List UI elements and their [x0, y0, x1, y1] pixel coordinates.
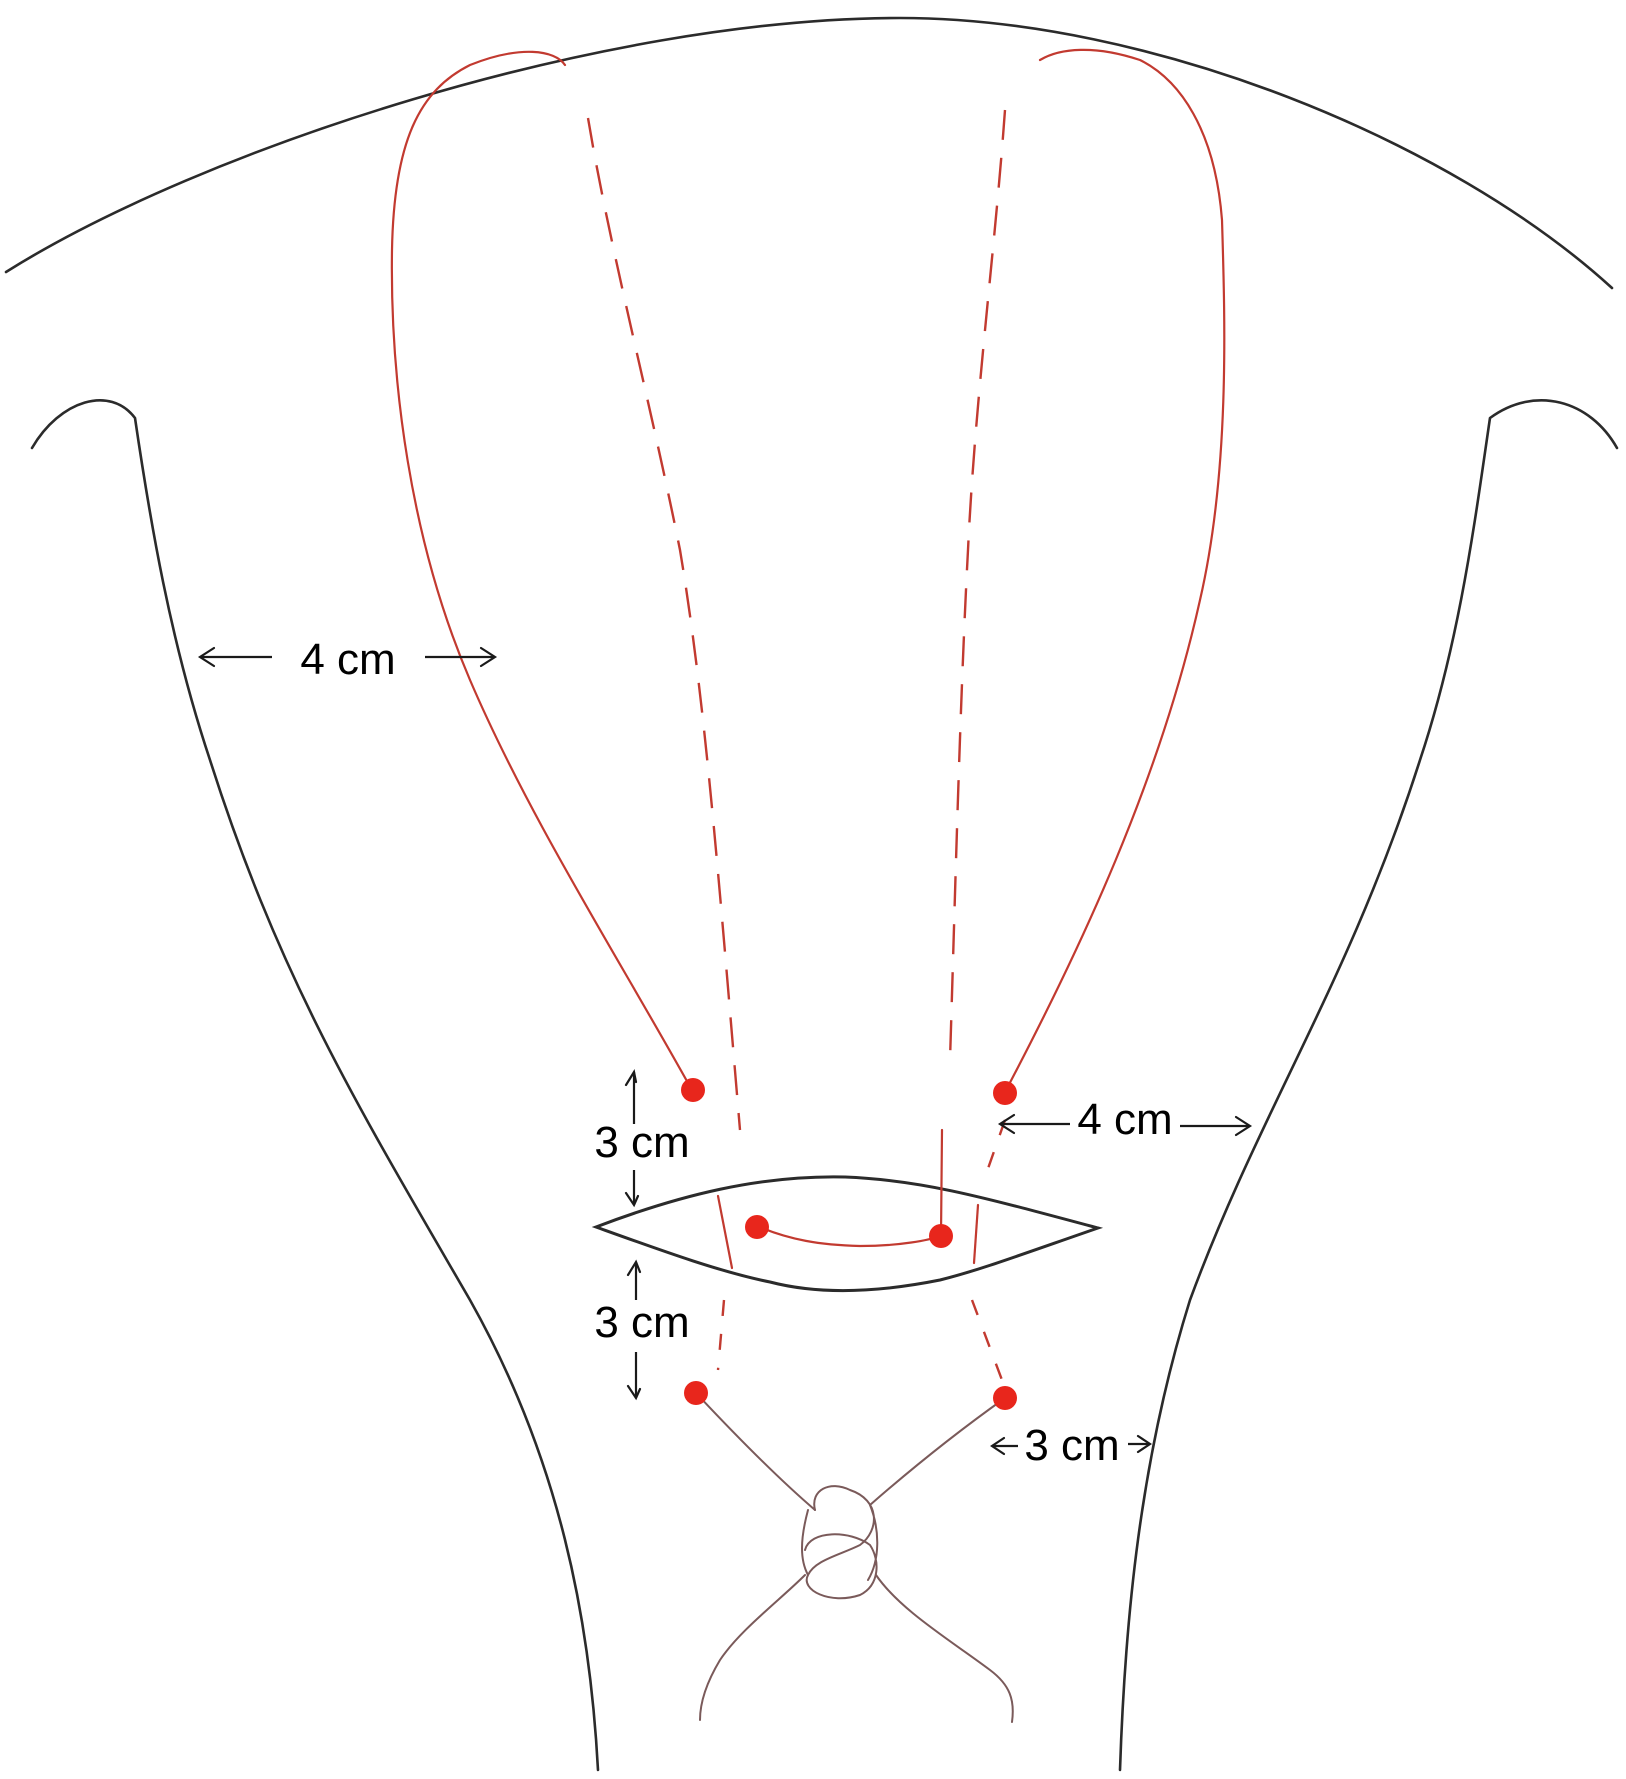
right-upper-dashed-segment: [982, 1119, 1007, 1181]
suture-point-incision-right: [929, 1224, 953, 1248]
suture-tail-right: [875, 1574, 1014, 1723]
upper-left-width-dimension: 4 cm: [197, 635, 498, 684]
right-posterior-suture-dashed: [948, 109, 1007, 1061]
right-lower-dashed-segment: [970, 1299, 1004, 1381]
left-lower-dashed-segment: [716, 1299, 726, 1371]
suture-point-upper-right: [993, 1081, 1017, 1105]
right-width-label: 4 cm: [1077, 1095, 1172, 1144]
left-posterior-suture-dashed: [586, 117, 742, 1131]
suture-point-upper-left: [681, 1078, 705, 1102]
below-incision-label: 3 cm: [594, 1298, 689, 1347]
suture-point-lower-left: [684, 1381, 708, 1405]
left-compression-suture: [390, 50, 695, 1094]
left-suture-to-knot: [695, 1392, 816, 1511]
incision-crossing-suture: [755, 1224, 942, 1248]
suture-point-lower-right: [993, 1386, 1017, 1410]
suture-point-incision-left: [745, 1215, 769, 1239]
uterine-fundus-outline: [4, 16, 1614, 290]
lower-right-width-label: 3 cm: [1024, 1421, 1119, 1470]
lower-right-width-dimension: 3 cm: [990, 1421, 1152, 1470]
below-incision-height-dimension: 3 cm: [594, 1259, 690, 1401]
left-incision-edge-line: [716, 1194, 734, 1270]
suture-knot: [801, 1485, 879, 1600]
uterus-left-outline: [30, 399, 600, 1772]
above-incision-label: 3 cm: [594, 1118, 689, 1167]
right-incision-edge-line: [972, 1203, 980, 1265]
uterus-right-outline: [1118, 399, 1619, 1772]
upper-left-width-label: 4 cm: [300, 635, 395, 684]
right-compression-suture: [1002, 48, 1226, 1096]
right-suture-to-knot: [869, 1397, 1006, 1506]
incision-right-vertical-suture: [939, 1128, 944, 1238]
lower-segment-incision: [591, 1175, 1104, 1292]
above-incision-height-dimension: 3 cm: [594, 1069, 690, 1208]
right-width-dimension: 4 cm: [997, 1095, 1253, 1144]
suture-tail-left: [699, 1574, 806, 1721]
